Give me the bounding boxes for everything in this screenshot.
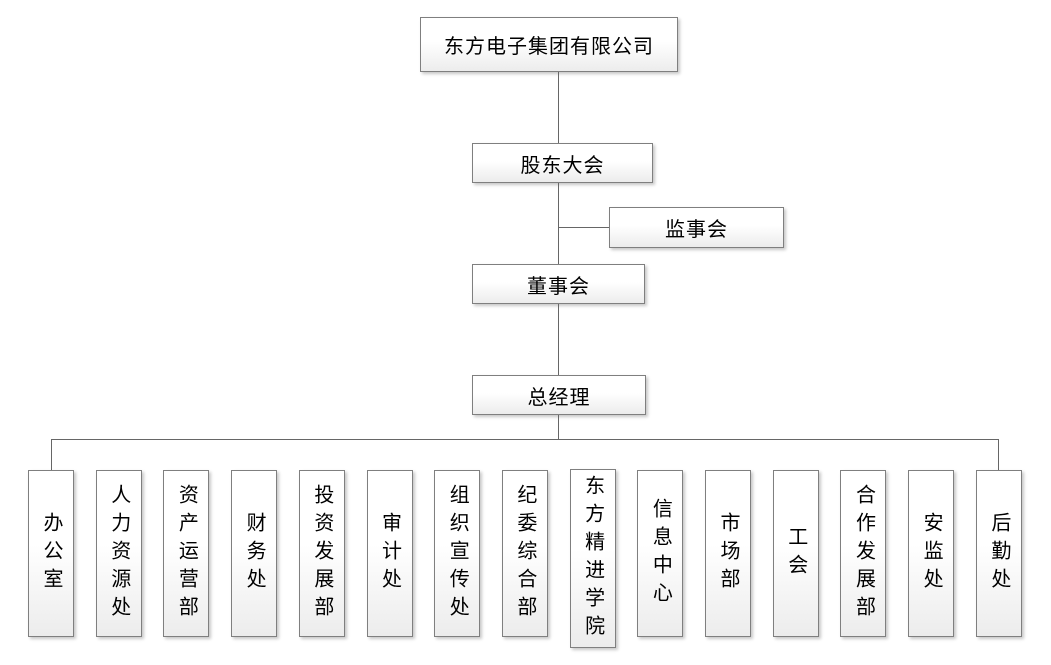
dept-label: 安监处 — [920, 511, 943, 596]
dept-label: 资产运营部 — [175, 483, 198, 624]
dept-box: 投资发展部 — [298, 470, 345, 637]
connector-horizontal-bus — [51, 439, 999, 440]
department-row: 办公室 人力资源处 资产运营部 财务处 投资发展部 审计处 组织宣传处 纪委综合部 东方精进学院… — [28, 469, 1022, 650]
connector-shareholders-to-board — [558, 183, 559, 264]
connector-root-to-shareholders — [558, 72, 559, 143]
dept-box: 资产运营部 — [163, 470, 210, 637]
dept-label: 人力资源处 — [107, 483, 130, 624]
dept-label: 市场部 — [717, 511, 740, 596]
dept-box: 办公室 — [28, 470, 74, 637]
dept-label: 审计处 — [378, 511, 401, 596]
connector-bus-left-stub — [51, 439, 52, 470]
connector-gm-to-bus — [558, 415, 559, 439]
dept-box: 工会 — [772, 470, 819, 637]
dept-label: 办公室 — [40, 511, 62, 596]
dept-box: 安监处 — [908, 470, 955, 637]
dept-box: 信息中心 — [637, 470, 684, 637]
dept-label: 信息中心 — [649, 497, 672, 610]
dept-box: 审计处 — [366, 470, 413, 637]
dept-label: 财务处 — [243, 511, 266, 596]
board-of-directors-label: 董事会 — [527, 275, 590, 298]
dept-box: 市场部 — [705, 470, 752, 637]
org-box-general-manager: 总经理 — [472, 375, 646, 415]
org-box-shareholders-meeting: 股东大会 — [472, 143, 653, 183]
dept-label: 投资发展部 — [310, 483, 333, 624]
dept-box: 组织宣传处 — [434, 470, 481, 637]
dept-label: 后勤处 — [987, 511, 1010, 596]
shareholders-meeting-label: 股东大会 — [520, 154, 605, 177]
dept-box: 财务处 — [231, 470, 278, 637]
dept-label: 合作发展部 — [852, 483, 875, 624]
supervisory-board-label: 监事会 — [665, 219, 728, 241]
org-box-board-of-directors: 董事会 — [472, 264, 645, 304]
dept-box: 后勤处 — [975, 470, 1022, 637]
dept-box: 合作发展部 — [840, 470, 887, 637]
org-box-supervisory-board: 监事会 — [609, 207, 784, 248]
dept-label: 纪委综合部 — [513, 483, 536, 624]
dept-label: 东方精进学院 — [581, 474, 604, 643]
dept-label: 组织宣传处 — [446, 483, 469, 624]
connector-branch-supervisory — [558, 227, 609, 228]
general-manager-label: 总经理 — [527, 386, 591, 409]
dept-box: 纪委综合部 — [501, 470, 548, 637]
dept-label: 工会 — [784, 525, 807, 582]
org-box-company-root: 东方电子集团有限公司 — [420, 17, 678, 72]
company-root-label: 东方电子集团有限公司 — [444, 36, 654, 58]
dept-box: 人力资源处 — [95, 470, 142, 637]
connector-board-to-gm — [558, 304, 559, 375]
connector-bus-right-stub — [998, 439, 999, 470]
dept-box: 东方精进学院 — [569, 469, 616, 648]
